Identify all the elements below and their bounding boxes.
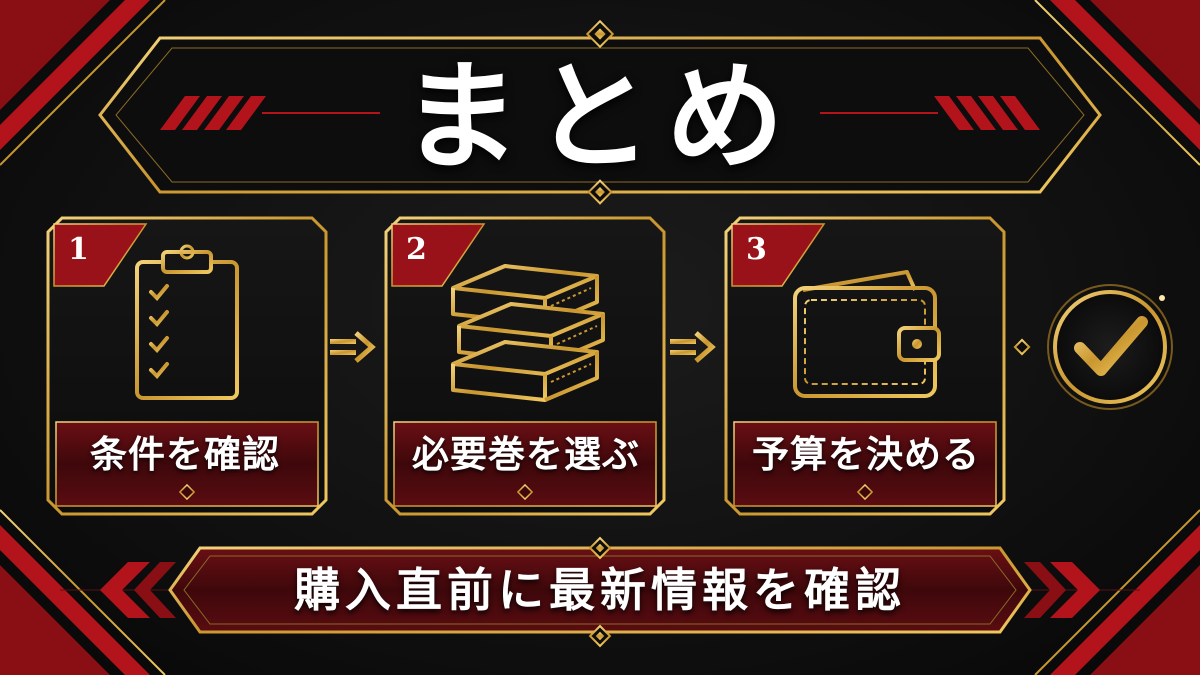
corner-decoration-bottom-right (1034, 509, 1200, 675)
step-3-badge (731, 223, 826, 287)
step-1-label-panel (55, 421, 319, 507)
wallet-icon (793, 270, 941, 398)
step-2-label: 必要巻を選ぶ (412, 432, 640, 476)
step-3-label: 予算を決める (752, 432, 980, 476)
bottom-banner (60, 536, 1140, 648)
step-card-3 (724, 216, 1006, 516)
step-card-2 (384, 216, 666, 516)
book-stack-icon (451, 264, 605, 402)
arrow-2-to-3 (670, 331, 716, 363)
step-card-1 (46, 216, 328, 516)
bottom-banner-text: 購入直前に最新情報を確認 (294, 563, 906, 617)
step-1-label: 条件を確認 (90, 432, 280, 476)
title-plate (40, 19, 1160, 205)
connector-to-check (1005, 338, 1048, 356)
step-3-number: 3 (746, 232, 767, 267)
corner-decoration-top-right (1034, 0, 1200, 166)
step-2-number: 2 (406, 232, 427, 267)
step-3-label-panel (733, 421, 997, 507)
corner-decoration-bottom-left (0, 509, 166, 675)
corner-decoration-top-left (0, 0, 166, 166)
step-2-label-panel (393, 421, 657, 507)
page-title: まとめ (401, 47, 798, 186)
step-1-badge (53, 223, 148, 287)
clipboard-checklist-icon (135, 244, 239, 400)
step-1-number: 1 (68, 232, 89, 267)
checkmark-icon (1047, 284, 1173, 410)
step-2-badge (391, 223, 486, 287)
arrow-1-to-2 (330, 331, 376, 363)
